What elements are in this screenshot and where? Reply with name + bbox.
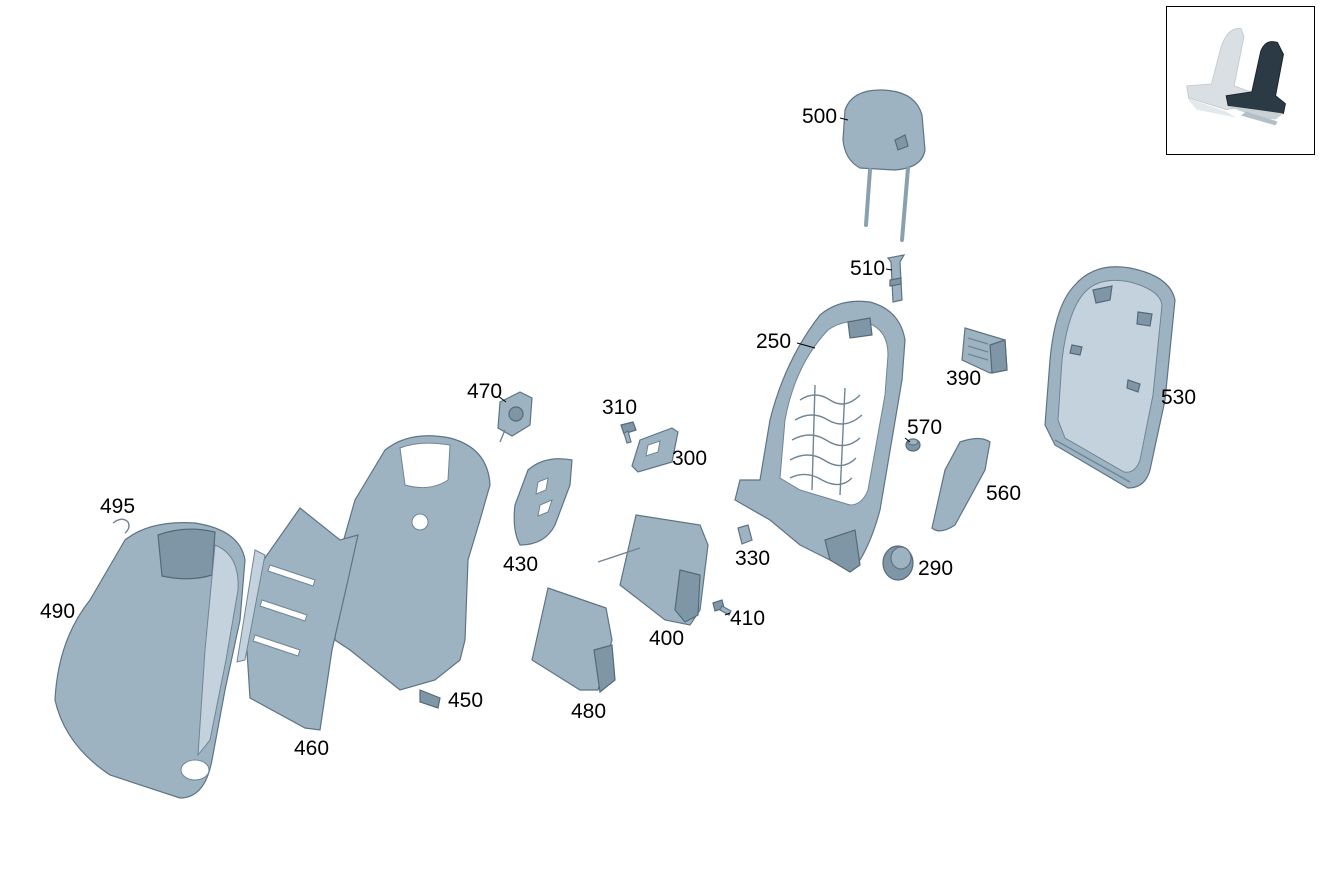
part-430-side-shell[interactable] <box>513 458 573 546</box>
part-460-foam-pad[interactable] <box>236 507 359 731</box>
part-390-module[interactable] <box>961 327 1008 374</box>
part-250-backrest-frame[interactable] <box>734 300 906 573</box>
part-490-seat-back-cover[interactable] <box>54 522 246 799</box>
callout-510: 510 <box>850 257 886 280</box>
callout-250: 250 <box>756 330 792 353</box>
callout-460: 460 <box>294 737 330 760</box>
part-400-mechanism-plate[interactable] <box>597 514 709 626</box>
callout-480: 480 <box>571 700 607 723</box>
seat-location-inset <box>1166 6 1315 155</box>
part-530-back-panel[interactable] <box>1044 266 1176 489</box>
callout-390: 390 <box>946 367 982 390</box>
callout-500: 500 <box>802 105 838 128</box>
callout-490: 490 <box>40 600 76 623</box>
callout-495: 495 <box>100 495 136 518</box>
seat-thumbnail-icon <box>1186 28 1286 126</box>
callout-410: 410 <box>730 607 766 630</box>
callout-330: 330 <box>735 547 771 570</box>
part-470-actuator[interactable] <box>497 391 533 443</box>
part-410-screw[interactable] <box>712 599 732 616</box>
leader-lines <box>497 117 911 616</box>
part-510-headrest-guide[interactable] <box>886 254 906 303</box>
callout-400: 400 <box>649 627 685 650</box>
callout-450: 450 <box>448 689 484 712</box>
callout-470: 470 <box>467 380 503 403</box>
part-450-backrest-shell[interactable] <box>334 435 491 709</box>
callout-310: 310 <box>602 396 638 419</box>
part-330-small-bracket[interactable] <box>737 524 753 545</box>
part-560-side-cover[interactable] <box>931 437 991 532</box>
callout-290: 290 <box>918 557 954 580</box>
callout-430: 430 <box>503 553 539 576</box>
part-480-lower-plate[interactable] <box>531 587 616 694</box>
part-300-bracket[interactable] <box>631 427 679 473</box>
part-310-bolt[interactable] <box>620 421 637 444</box>
part-500-headrest[interactable] <box>842 89 926 242</box>
highlighted-seat <box>1225 41 1286 126</box>
callout-570: 570 <box>907 416 943 439</box>
part-495-clip[interactable] <box>112 518 130 534</box>
callout-530: 530 <box>1161 386 1197 409</box>
part-290-cap[interactable] <box>882 545 914 581</box>
callout-560: 560 <box>986 482 1022 505</box>
callout-300: 300 <box>672 447 708 470</box>
ghost-seat <box>1186 28 1257 118</box>
